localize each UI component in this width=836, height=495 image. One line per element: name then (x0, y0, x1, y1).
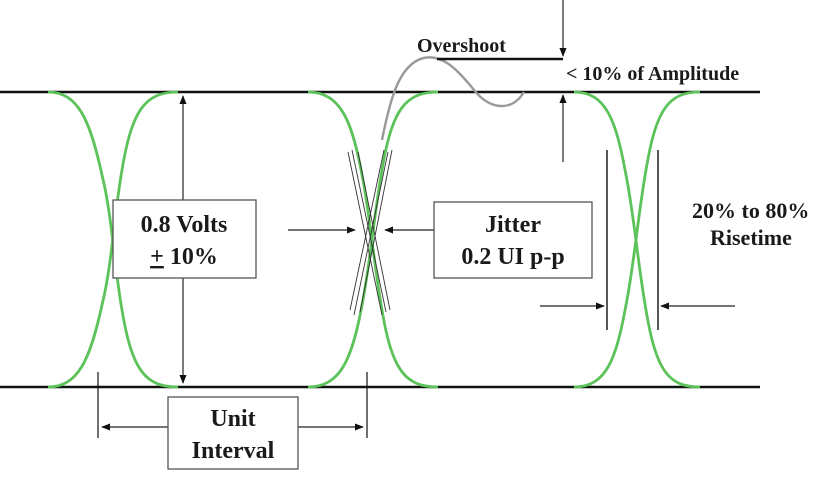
risetime-line2: Risetime (710, 225, 792, 250)
unit-interval-box (167, 396, 299, 470)
jitter-line2: 0.2 UI p-p (461, 244, 564, 270)
eye-crossing-middle (307, 90, 439, 389)
plus-minus-sign: + (150, 244, 164, 270)
overshoot-trace (380, 56, 526, 141)
risetime-line1: 20% to 80% (692, 198, 809, 223)
unit-interval-line1: Unit (210, 406, 255, 432)
overshoot-spec-label: < 10% of Amplitude (566, 63, 739, 85)
amplitude-line1: 0.8 Volts (141, 212, 228, 238)
jitter-box (433, 201, 593, 279)
jitter-lines (347, 149, 393, 316)
overshoot-label: Overshoot (417, 35, 506, 57)
eye-crossing-right (573, 90, 701, 389)
amplitude-box (112, 199, 257, 279)
amplitude-line2-value: 10% (164, 244, 218, 270)
unit-interval-line2: Interval (192, 438, 275, 464)
jitter-line1: Jitter (485, 212, 541, 238)
amplitude-line2: + 10% (150, 244, 218, 270)
